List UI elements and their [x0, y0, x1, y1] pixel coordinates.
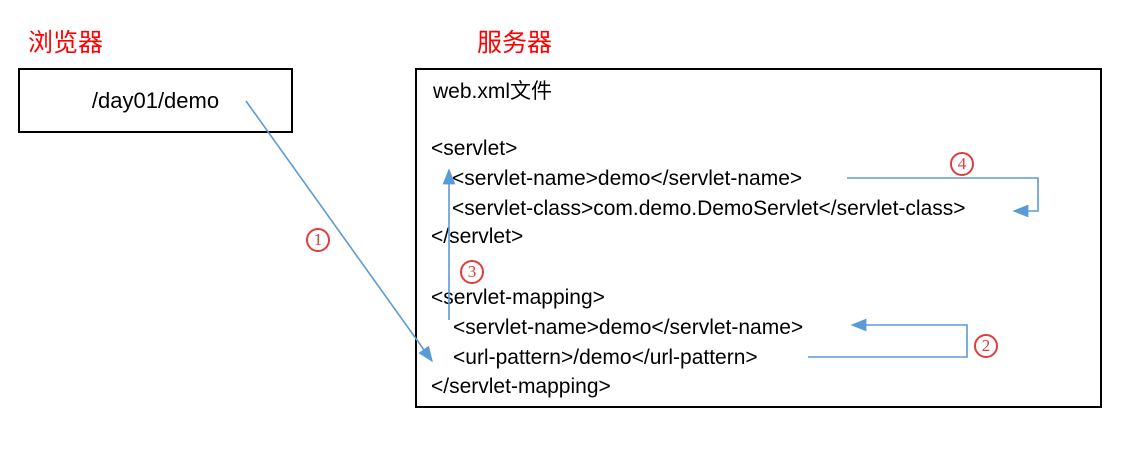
code-mapping-open: <servlet-mapping>: [431, 286, 605, 309]
arrow-step1-request-to-urlpattern: [245, 100, 433, 363]
server-title: 服务器: [477, 28, 553, 57]
step-badge-2: 2: [974, 334, 998, 358]
step-badge-3: 3: [460, 260, 484, 284]
webxml-file-label: web.xml文件: [433, 80, 553, 103]
step-badge-4: 4: [950, 152, 974, 176]
code-servlet-class: <servlet-class>com.demo.DemoServlet</ser…: [452, 197, 966, 220]
step-badge-1: 1: [306, 228, 330, 252]
browser-box: /day01/demo: [18, 68, 293, 133]
code-servlet-close: </servlet>: [431, 225, 524, 248]
code-mapping-servlet-name: <servlet-name>demo</servlet-name>: [453, 316, 804, 339]
browser-title: 浏览器: [28, 28, 104, 57]
code-url-pattern: <url-pattern>/demo</url-pattern>: [453, 346, 758, 369]
request-path: /day01/demo: [91, 87, 220, 113]
code-mapping-close: </servlet-mapping>: [431, 375, 611, 398]
code-servlet-name: <servlet-name>demo</servlet-name>: [452, 167, 803, 190]
code-servlet-open: <servlet>: [431, 137, 518, 160]
